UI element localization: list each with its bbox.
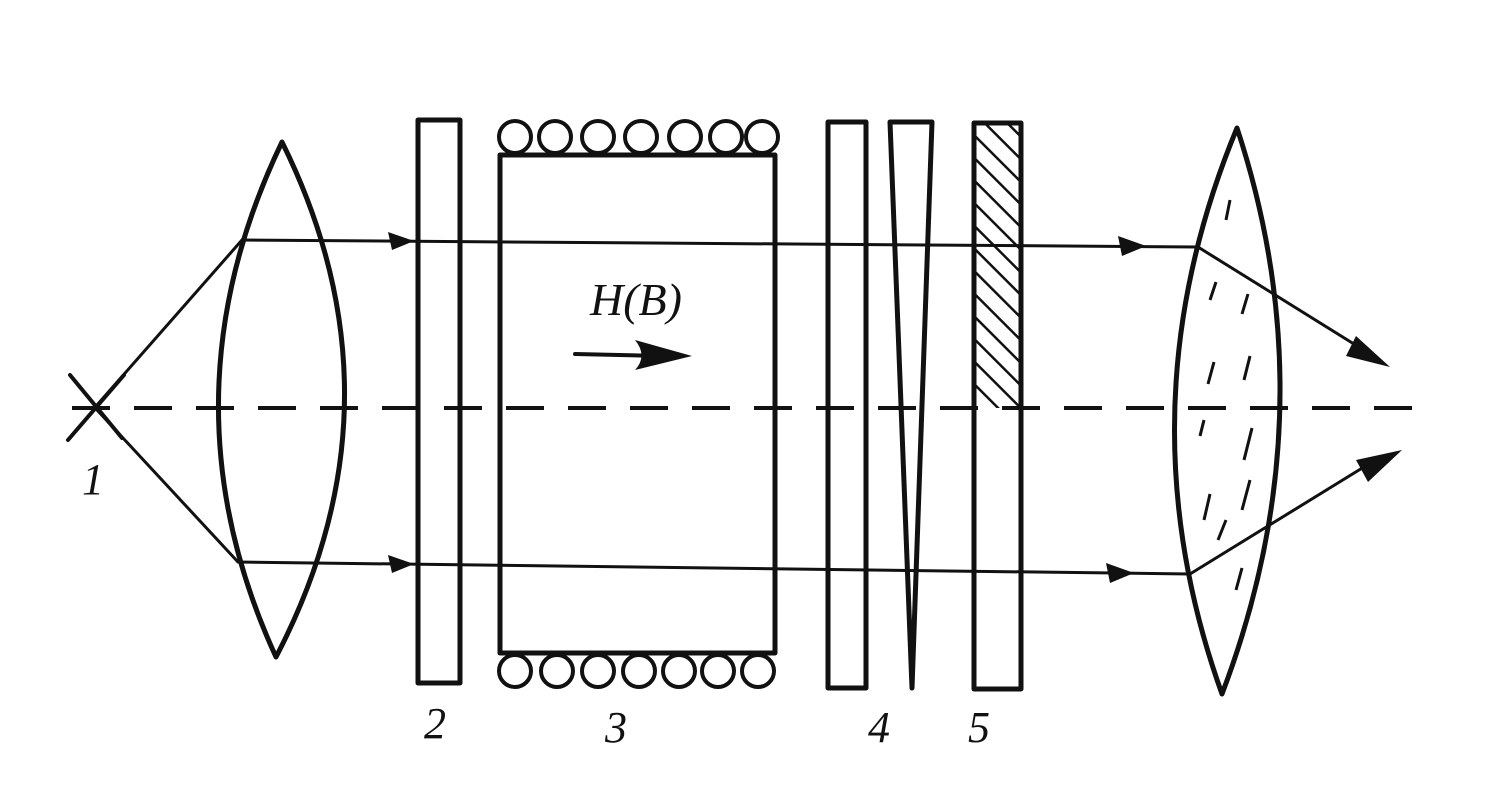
label-source: 1	[82, 455, 104, 504]
ray-upper-converging	[1196, 245, 1372, 356]
ray-lower-diverging	[95, 408, 240, 564]
label-polarizer: 2	[424, 699, 446, 748]
quartz-wedge	[887, 119, 935, 691]
ray-lower-parallel	[236, 560, 1192, 576]
beam-arrow	[388, 232, 414, 250]
ray-arrowhead-upper	[1346, 336, 1390, 367]
focusing-lens	[1172, 125, 1283, 697]
label-analyzer: 5	[968, 703, 990, 752]
beam-arrow	[1106, 563, 1134, 583]
ray-lower-converging	[1188, 460, 1374, 576]
label-coil: 3	[604, 703, 627, 752]
field-label: H(B)	[589, 274, 682, 325]
beam-arrow	[388, 555, 414, 573]
compensator-plate	[825, 119, 869, 691]
analyzer-plate	[971, 120, 1024, 692]
ray-upper-diverging	[95, 238, 244, 407]
analyzer-hatched-half	[975, 124, 1020, 408]
ray-arrowhead-lower	[1356, 450, 1402, 482]
lens-texture	[1198, 199, 1254, 591]
solenoid-body	[497, 152, 778, 656]
field-arrow	[573, 340, 692, 370]
polarizer-plate	[415, 117, 463, 686]
beam-arrow	[1118, 236, 1146, 256]
label-plate: 4	[868, 703, 890, 752]
collimating-lens	[216, 139, 347, 660]
ray-upper-parallel	[240, 238, 1200, 249]
coil-windings-bottom	[497, 653, 776, 689]
coil-windings-top	[497, 119, 780, 155]
